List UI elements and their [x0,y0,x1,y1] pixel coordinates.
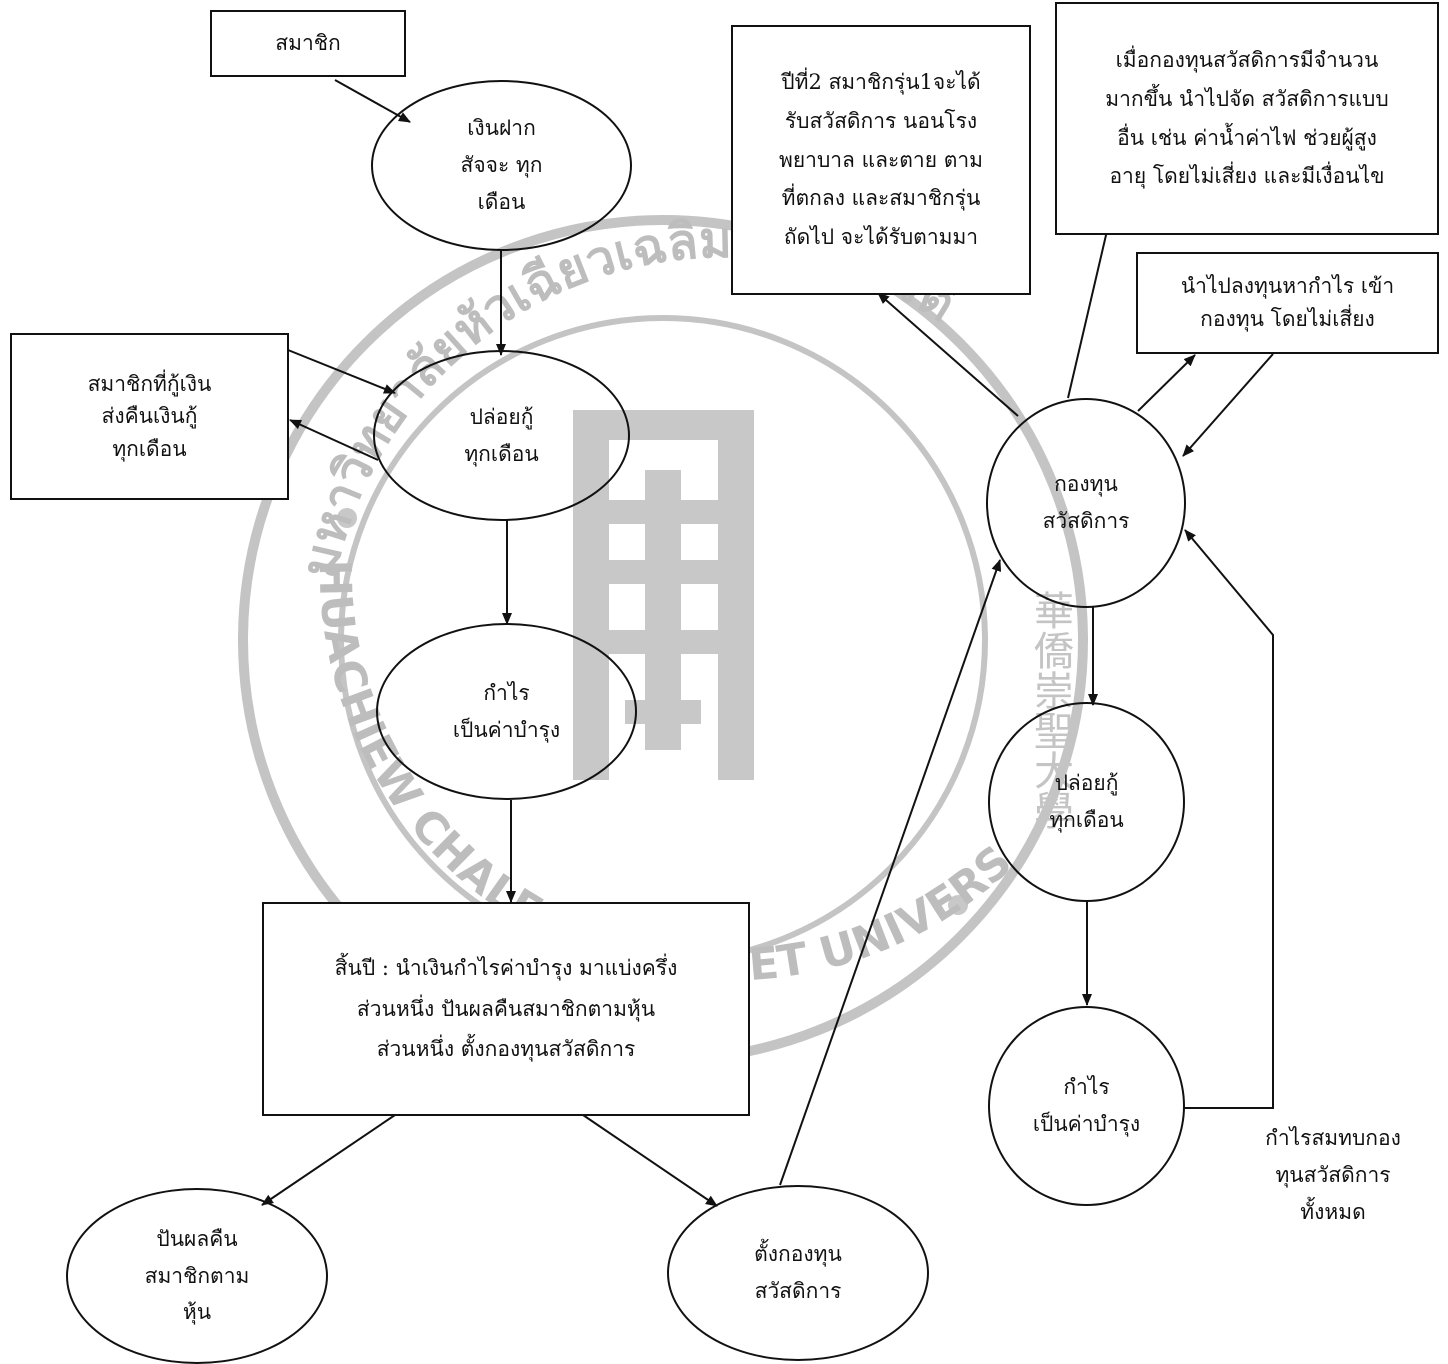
fund-loan-circle: ปล่อยกู้ ทุกเดือน [988,702,1185,902]
more-welfare-label: เมื่อกองทุนสวัสดิการมีจำนวน มากขึ้น นำไป… [1105,47,1389,189]
arrow-welfare-to-morewelfare [1067,217,1113,399]
loan-label: ปล่อยกู้ ทุกเดือน [464,404,539,466]
profit-oval: กำไร เป็นค่าบำรุง [376,623,637,800]
more-welfare-box: เมื่อกองทุนสวัสดิการมีจำนวน มากขึ้น นำไป… [1055,2,1439,235]
arrow-setupfund-to-welfare [779,559,1002,1186]
arrow-welfare-to-invest [1137,354,1196,412]
member-label: สมาชิก [275,31,341,56]
dividend-label: ปันผลคืน สมาชิกตาม หุ้น [144,1226,250,1325]
setup-fund-label: ตั้งกองทุน สวัสดิการ [754,1242,842,1303]
fund-loan-label: ปล่อยกู้ ทุกเดือน [1049,771,1124,832]
all-profit-label: กำไรสมทบกอง ทุนสวัสดิการ ทั้งหมด [1218,1120,1448,1230]
fund-profit-label: กำไร เป็นค่าบำรุง [1032,1075,1141,1136]
arrow-loanbox-to-loan [287,349,396,394]
fund-profit-circle: กำไร เป็นค่าบำรุง [988,1006,1185,1206]
arrow-fundprofit-to-welfare [1183,529,1274,1109]
deposit-oval: เงินฝาก สัจจะ ทุก เดือน [371,80,632,251]
welfare-fund-label: กองทุน สวัสดิการ [1042,472,1130,533]
loan-member-box: สมาชิกที่กู้เงิน ส่งคืนเงินกู้ ทุกเดือน [10,333,289,500]
arrow-yearend-to-dividend [261,1114,396,1206]
all-profit-text: กำไรสมทบกอง ทุนสวัสดิการ ทั้งหมด [1265,1126,1401,1224]
deposit-label: เงินฝาก สัจจะ ทุก เดือน [460,116,543,214]
arrow-invest-to-welfare [1182,353,1274,457]
loan-member-label: สมาชิกที่กู้เงิน ส่งคืนเงินกู้ ทุกเดือน [87,371,212,461]
arrow-loan-to-loanbox [289,419,379,461]
year-end-label: สิ้นปี : นำเงินกำไรค่าบำรุง มาแบ่งครึ่ง … [334,955,678,1062]
welfare-fund-circle: กองทุน สวัสดิการ [986,398,1186,608]
member-box: สมาชิก [210,10,406,77]
year2-welfare-box: ปีที่2 สมาชิกรุ่น1จะได้ รับสวัสดิการ นอน… [731,25,1031,295]
loan-oval: ปล่อยกู้ ทุกเดือน [373,350,630,521]
arrow-welfare-to-year2 [877,292,1019,417]
invest-label: นำไปลงทุนหากำไร เข้า กองทุน โดยไม่เสี่ยง [1180,274,1395,331]
profit-label: กำไร เป็นค่าบำรุง [452,680,561,742]
setup-fund-oval: ตั้งกองทุน สวัสดิการ [667,1185,929,1361]
arrow-yearend-to-setupfund [582,1114,718,1207]
invest-box: นำไปลงทุนหากำไร เข้า กองทุน โดยไม่เสี่ยง [1136,252,1439,354]
year2-welfare-label: ปีที่2 สมาชิกรุ่น1จะได้ รับสวัสดิการ นอน… [779,69,983,250]
year-end-box: สิ้นปี : นำเงินกำไรค่าบำรุง มาแบ่งครึ่ง … [262,902,750,1116]
dividend-oval: ปันผลคืน สมาชิกตาม หุ้น [66,1188,328,1364]
